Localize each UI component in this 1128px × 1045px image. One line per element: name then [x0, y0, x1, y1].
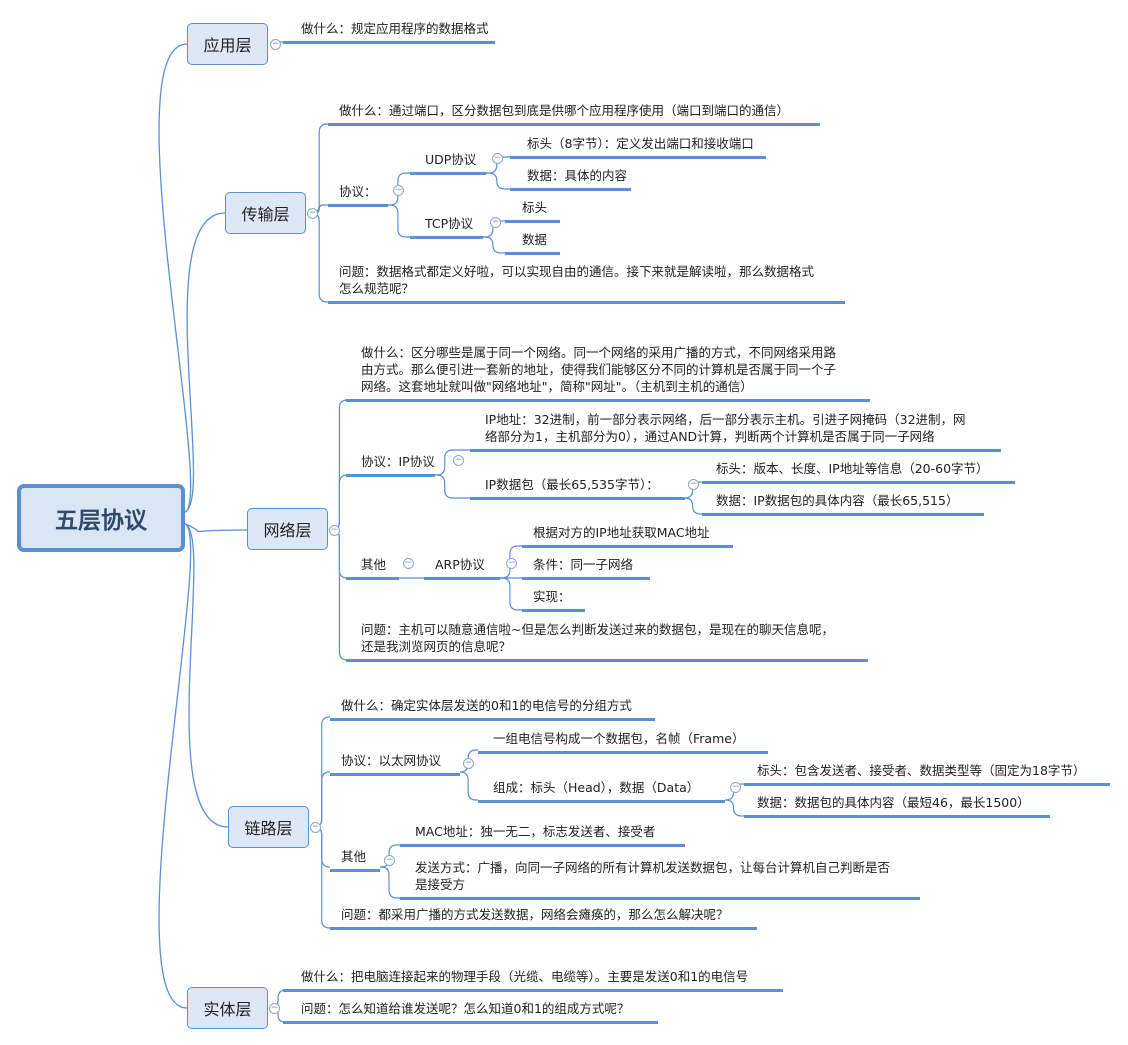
- branch-line: [388, 204, 410, 238]
- collapse-icon[interactable]: −: [307, 208, 318, 219]
- branch-line: [331, 529, 348, 661]
- branch-line: [311, 212, 328, 303]
- collapse-icon[interactable]: −: [329, 525, 340, 536]
- branch-line: [424, 449, 470, 476]
- tcp-protocol[interactable]: TCP协议: [410, 215, 483, 239]
- branch-line: [684, 497, 702, 515]
- branch-line: [424, 474, 470, 499]
- network-protocol[interactable]: 协议：IP协议: [346, 453, 435, 477]
- topic-transport-layer[interactable]: 传输层: [225, 192, 306, 234]
- udp-header[interactable]: 标头（8字节）：定义发出端口和接收端口: [510, 135, 766, 159]
- topic-application-layer[interactable]: 应用层: [187, 23, 268, 65]
- topic-link-layer[interactable]: 链路层: [228, 806, 309, 848]
- collapse-icon[interactable]: −: [453, 455, 464, 466]
- branch-line: [380, 866, 400, 899]
- root-branch-line: [184, 523, 248, 533]
- ip-packet[interactable]: IP数据包（最长65,535字节）：: [470, 476, 685, 500]
- collapse-icon[interactable]: −: [269, 1003, 280, 1014]
- link-question[interactable]: 问题：都采用广播的方式发送数据，网络会瘫痪的，那么怎么解决呢？: [330, 906, 757, 930]
- ip-packet-data[interactable]: 数据：IP数据包的具体内容（最长65,515）: [702, 492, 984, 516]
- collapse-icon[interactable]: −: [492, 153, 503, 164]
- arp-condition[interactable]: 条件：同一子网络: [522, 556, 650, 580]
- branch-line: [313, 771, 330, 828]
- topic-physical-layer[interactable]: 实体层: [187, 987, 268, 1029]
- tcp-data[interactable]: 数据: [505, 231, 560, 255]
- udp-protocol[interactable]: UDP协议: [410, 151, 486, 175]
- branch-line: [486, 172, 510, 190]
- collapse-icon[interactable]: −: [730, 782, 741, 793]
- network-question[interactable]: 问题：主机可以随意通信啦~但是怎么判断发送过来的数据包，是现在的聊天信息呢， 还…: [346, 621, 868, 662]
- link-composition[interactable]: 组成：标头（Head），数据（Data）: [478, 779, 725, 803]
- network-other[interactable]: 其他: [346, 556, 399, 580]
- transport-protocol[interactable]: 协议：: [328, 183, 388, 207]
- collapse-icon[interactable]: −: [393, 185, 404, 196]
- collapse-icon[interactable]: −: [463, 758, 474, 769]
- send-method[interactable]: 发送方式：广播，向同一子网络的所有计算机发送数据包，让每台计算机自己判断是否 是…: [400, 859, 920, 900]
- ip-packet-header[interactable]: 标头：版本、长度、IP地址等信息（20-60字节）: [702, 460, 1015, 484]
- branch-line: [483, 236, 505, 254]
- collapse-icon[interactable]: −: [688, 479, 699, 490]
- branch-line: [313, 826, 330, 929]
- tcp-header[interactable]: 标头: [505, 199, 560, 223]
- link-what[interactable]: 做什么：确定实体层发送的0和1的电信号的分组方式: [330, 697, 655, 721]
- frame-data[interactable]: 数据：数据包的具体内容（最短46，最长1500）: [744, 794, 1050, 818]
- transport-question[interactable]: 问题：数据格式都定义好啦，可以实现自由的通信。接下来就是解读啦，那么数据格式 怎…: [328, 263, 845, 304]
- root-branch-line: [158, 523, 192, 1009]
- root-branch-line: [158, 43, 192, 513]
- branch-line: [500, 577, 522, 611]
- topic-network-layer[interactable]: 网络层: [247, 508, 328, 550]
- arp-desc[interactable]: 根据对方的IP地址获取MAC地址: [522, 524, 733, 548]
- collapse-icon[interactable]: −: [310, 822, 321, 833]
- root-branch-line: [184, 523, 229, 828]
- arp-protocol[interactable]: ARP协议: [424, 556, 500, 580]
- arp-implementation[interactable]: 实现：: [522, 588, 585, 612]
- network-what[interactable]: 做什么：区分哪些是属于同一个网络。同一个网络的采用广播的方式，不同网络采用路 由…: [346, 344, 870, 402]
- app-what[interactable]: 做什么：规定应用程序的数据格式: [283, 20, 495, 44]
- link-frame[interactable]: 一组电信号构成一个数据包，名帧（Frame）: [478, 730, 768, 754]
- root-branch-line: [184, 212, 226, 513]
- physical-question[interactable]: 问题：怎么知道给谁发送呢？怎么知道0和1的组成方式呢？: [283, 1000, 658, 1024]
- frame-header[interactable]: 标头：包含发送者、接受者、数据类型等（固定为18字节）: [744, 762, 1110, 786]
- collapse-icon[interactable]: −: [384, 855, 395, 866]
- udp-data[interactable]: 数据：具体的内容: [510, 167, 631, 191]
- branch-line: [331, 474, 348, 531]
- mac-address[interactable]: MAC地址：独一无二，标志发送者、接受者: [400, 823, 685, 847]
- collapse-icon[interactable]: −: [506, 558, 517, 569]
- link-protocol[interactable]: 协议：以太网协议: [330, 752, 460, 776]
- collapse-icon[interactable]: −: [403, 558, 414, 569]
- link-other[interactable]: 其他: [330, 848, 380, 872]
- branch-line: [725, 799, 744, 817]
- collapse-icon[interactable]: −: [270, 39, 281, 50]
- collapse-icon[interactable]: −: [490, 217, 501, 228]
- physical-what[interactable]: 做什么：把电脑连接起来的物理手段（光缆、电缆等）。主要是发送0和1的电信号: [283, 968, 783, 992]
- branch-line: [460, 771, 478, 801]
- transport-what[interactable]: 做什么：通过端口，区分数据包到底是供哪个应用程序使用（端口到端口的通信）: [328, 102, 820, 126]
- ip-address[interactable]: IP地址：32进制，前一部分表示网络，后一部分表示主机。引进子网掩码（32进制，…: [470, 411, 1001, 452]
- branch-line: [311, 123, 328, 214]
- root-topic[interactable]: 五层协议: [17, 484, 185, 552]
